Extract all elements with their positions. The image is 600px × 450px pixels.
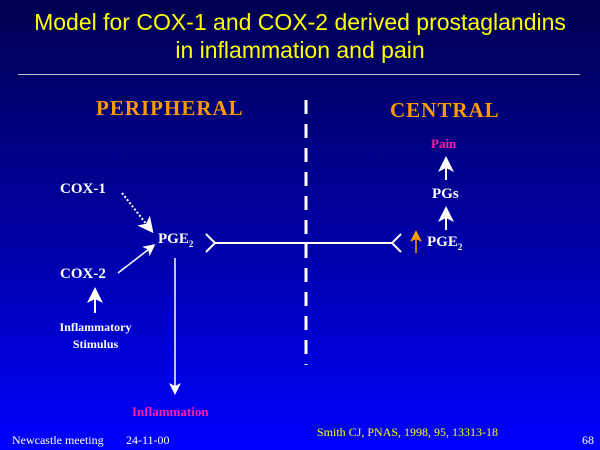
inflammation-label: Inflammation xyxy=(132,404,209,419)
citation: Smith CJ, PNAS, 1998, 95, 13313-18 xyxy=(317,425,499,439)
pge-text: PGE xyxy=(158,231,189,247)
cox2-label: COX-2 xyxy=(60,266,106,282)
title-divider xyxy=(18,74,580,75)
pge-sub: 2 xyxy=(457,242,463,252)
pge-sub: 2 xyxy=(188,239,194,249)
title-line-1: Model for COX-1 and COX-2 derived prosta… xyxy=(34,9,566,35)
cox2-arrow xyxy=(117,244,156,274)
stimulus-line-1: Inflammatory xyxy=(59,320,132,334)
slide-title: Model for COX-1 and COX-2 derived prosta… xyxy=(0,8,600,64)
footer-date: 24-11-00 xyxy=(126,433,170,447)
pain-label: Pain xyxy=(431,136,457,151)
left-terminal xyxy=(205,233,402,253)
stimulus-line-2: Stimulus xyxy=(72,337,119,351)
cox1-label: COX-1 xyxy=(60,181,106,197)
page-number: 68 xyxy=(582,433,594,447)
pgs-label: PGs xyxy=(432,186,459,202)
pge-text: PGE xyxy=(427,234,458,250)
central-pge2-label: PGE2 xyxy=(427,234,462,252)
central-heading: CENTRAL xyxy=(390,98,500,122)
cox1-dotted-arrow xyxy=(121,192,154,234)
peripheral-pge2-label: PGE2 xyxy=(158,231,193,249)
footer-meeting: Newcastle meeting xyxy=(12,433,104,447)
peripheral-heading: PERIPHERAL xyxy=(96,96,244,120)
title-line-2: in inflammation and pain xyxy=(175,37,425,63)
